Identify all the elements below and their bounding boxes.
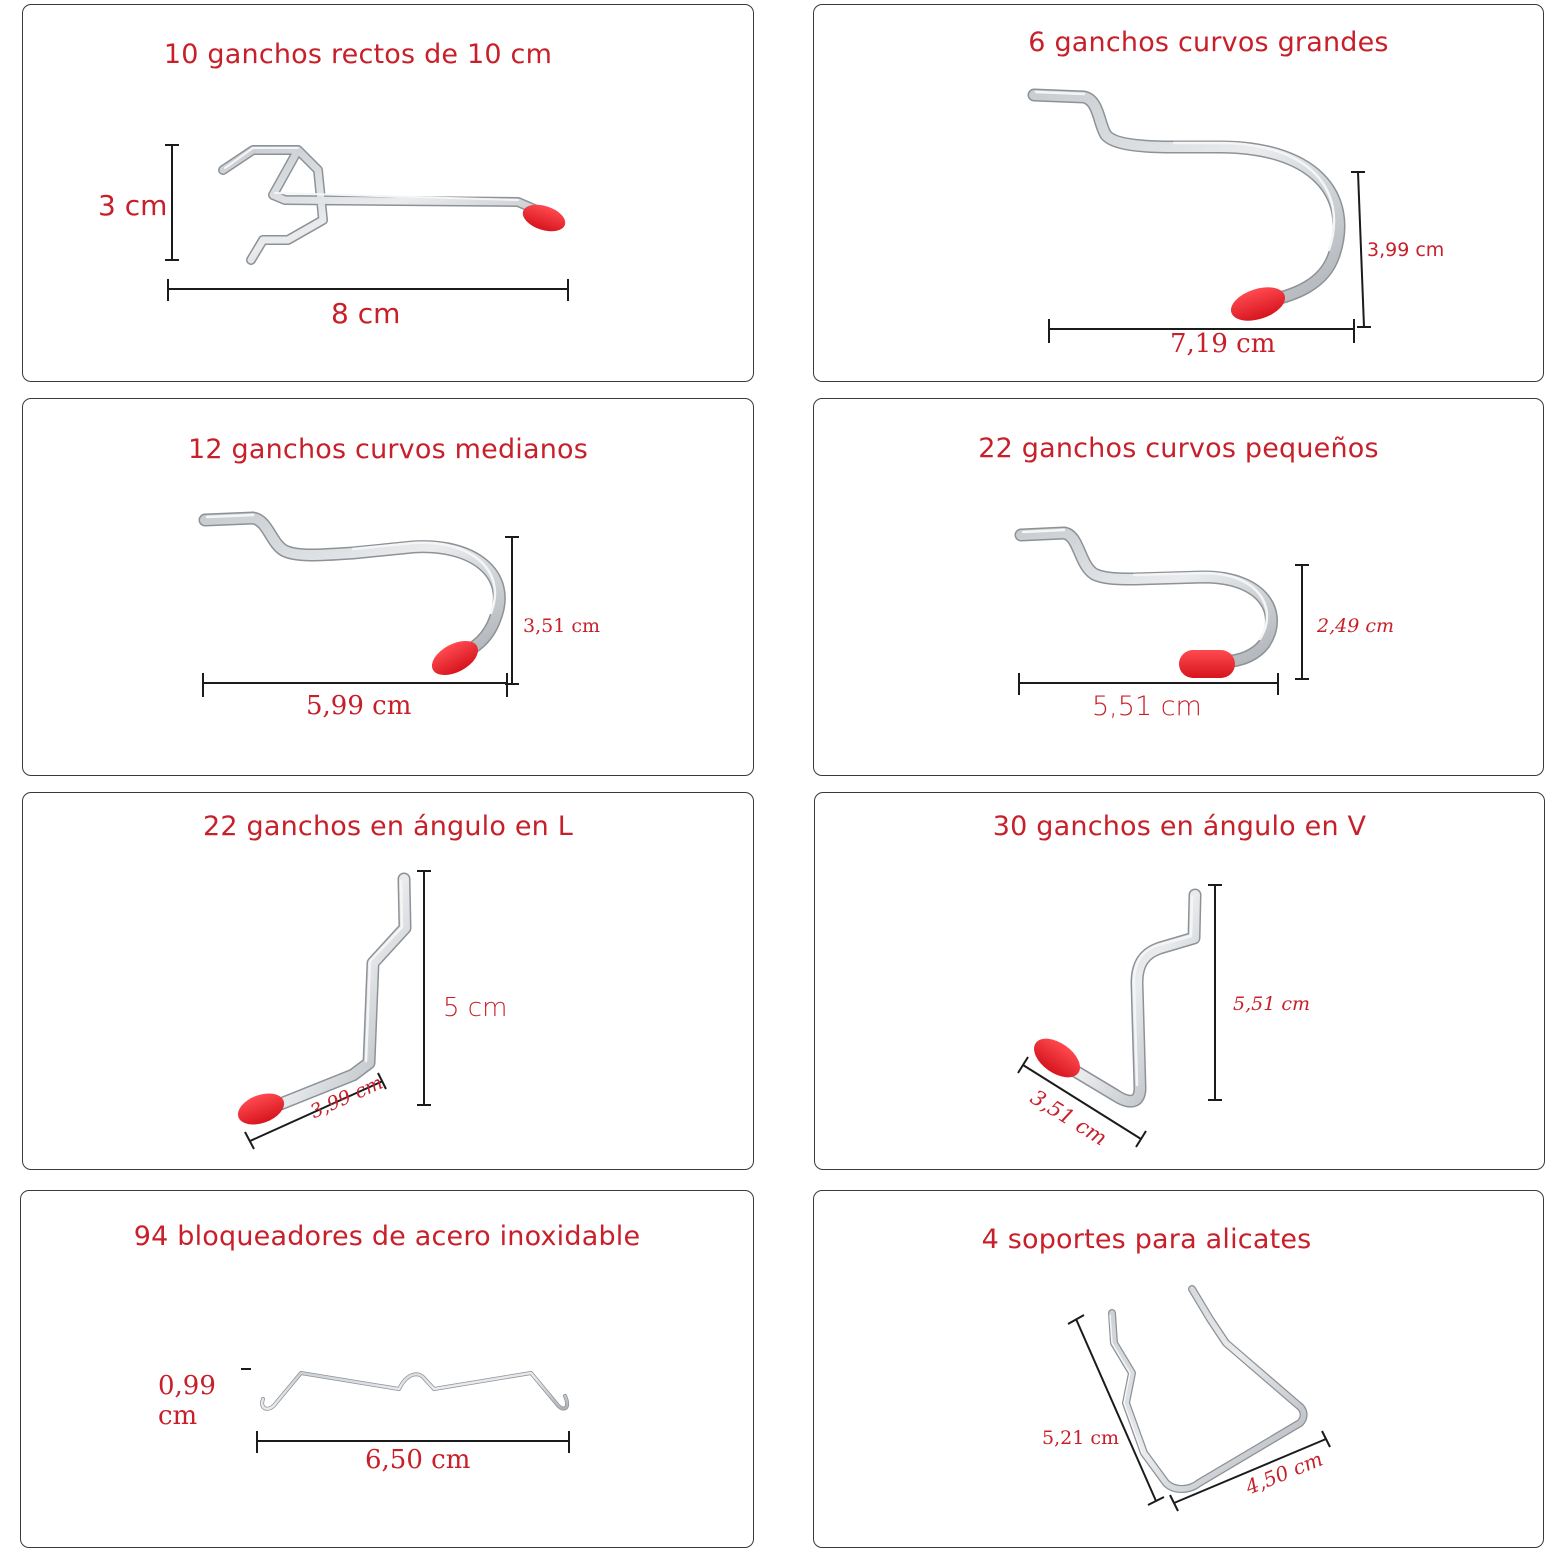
height-label: 5,51 cm <box>1233 993 1311 1015</box>
card-curved-large-hooks: 6 ganchos curvos grandes 3,99 cm 7,19 cm <box>813 4 1544 382</box>
card-title: 4 soportes para alicates <box>981 1224 1312 1255</box>
width-label: 7,19 cm <box>1170 329 1276 359</box>
medium-curved-hook-illustration <box>198 511 519 697</box>
card-curved-medium-hooks: 12 ganchos curvos medianos 3,51 cm 5,99 … <box>22 398 754 776</box>
card-title: 30 ganchos en ángulo en V <box>992 811 1367 842</box>
height-label: 3,99 cm <box>1367 239 1445 261</box>
width-dimension-line <box>244 1072 387 1150</box>
locker-clip-illustration <box>241 1368 570 1453</box>
v-angle-hook-icon <box>1034 888 1202 1108</box>
locker-clip-icon <box>260 1371 570 1411</box>
height-label: 5,21 cm <box>1042 1427 1120 1449</box>
card-angle-v-hooks: 30 ganchos en ángulo en V 5,51 cm 3,51 c… <box>814 792 1545 1170</box>
width-label: 5,51 cm <box>1092 691 1202 722</box>
card-straight-hooks: 10 ganchos rectos de 10 cm 3 cm 8 cm <box>22 4 754 382</box>
height-label: 3 cm <box>98 189 168 222</box>
card-title: 12 ganchos curvos medianos <box>187 434 589 465</box>
width-dimension-line <box>1018 673 1279 695</box>
height-label: 3,51 cm <box>523 615 601 637</box>
card-title: 10 ganchos rectos de 10 cm <box>163 39 553 70</box>
card-title: 94 bloqueadores de acero inoxidable <box>133 1221 641 1252</box>
card-title: 22 ganchos en ángulo en L <box>202 811 574 842</box>
width-dimension-line <box>256 1431 570 1453</box>
card-lockers: 94 bloqueadores de acero inoxidable 0,99… <box>20 1190 754 1548</box>
height-label: 2,49 cm <box>1317 615 1395 637</box>
l-angle-hook-icon <box>237 872 412 1125</box>
l-angle-hook-illustration <box>237 870 431 1150</box>
small-curved-hook-illustration <box>1014 526 1309 695</box>
plier-holder-icon <box>1108 1285 1308 1493</box>
straight-hook-illustration <box>165 144 569 301</box>
red-cap-icon <box>1034 1038 1080 1078</box>
height-dimension-line <box>1208 884 1222 1101</box>
large-curved-hook-icon <box>1027 88 1346 321</box>
medium-curved-hook-icon <box>198 511 506 676</box>
card-angle-l-hooks: 22 ganchos en ángulo en L 5 cm 3,99 cm <box>22 792 754 1170</box>
width-label: 8 cm <box>331 297 401 330</box>
height-dimension-line <box>1067 1314 1165 1506</box>
card-plier-holders: 4 soportes para alicates 5,21 cm 4,50 cm <box>813 1190 1544 1548</box>
width-dimension-line <box>167 279 569 301</box>
height-dimension-line <box>1351 171 1371 328</box>
v-angle-hook-illustration <box>1017 884 1222 1148</box>
straight-hook-icon <box>218 145 566 265</box>
height-dimension-line <box>1295 564 1309 680</box>
width-dimension-line <box>1169 1430 1331 1512</box>
large-curved-hook-illustration <box>1027 88 1371 343</box>
width-dimension-line <box>202 673 508 697</box>
small-curved-hook-icon <box>1014 526 1278 678</box>
red-cap-icon <box>1179 650 1235 678</box>
height-dimension-line <box>505 536 519 685</box>
red-cap-icon <box>522 204 566 232</box>
height-dimension-line <box>417 870 431 1106</box>
height-unit-label: cm <box>158 1401 198 1431</box>
red-cap-icon <box>431 640 479 676</box>
card-title: 6 ganchos curvos grandes <box>1028 27 1389 58</box>
height-label: 0,99 <box>158 1371 216 1401</box>
width-dimension-line <box>1017 1056 1147 1148</box>
width-dimension-line <box>1048 319 1355 343</box>
card-curved-small-hooks: 22 ganchos curvos pequeños 2,49 cm 5,51 … <box>813 398 1544 776</box>
width-label: 6,50 cm <box>365 1445 471 1475</box>
width-label: 5,99 cm <box>306 691 412 721</box>
red-cap-icon <box>1230 287 1286 321</box>
red-cap-icon <box>237 1093 285 1125</box>
plier-holder-illustration <box>1067 1285 1331 1512</box>
height-dimension-line <box>165 144 179 261</box>
height-label: 5 cm <box>443 993 508 1023</box>
card-title: 22 ganchos curvos pequeños <box>978 433 1379 464</box>
